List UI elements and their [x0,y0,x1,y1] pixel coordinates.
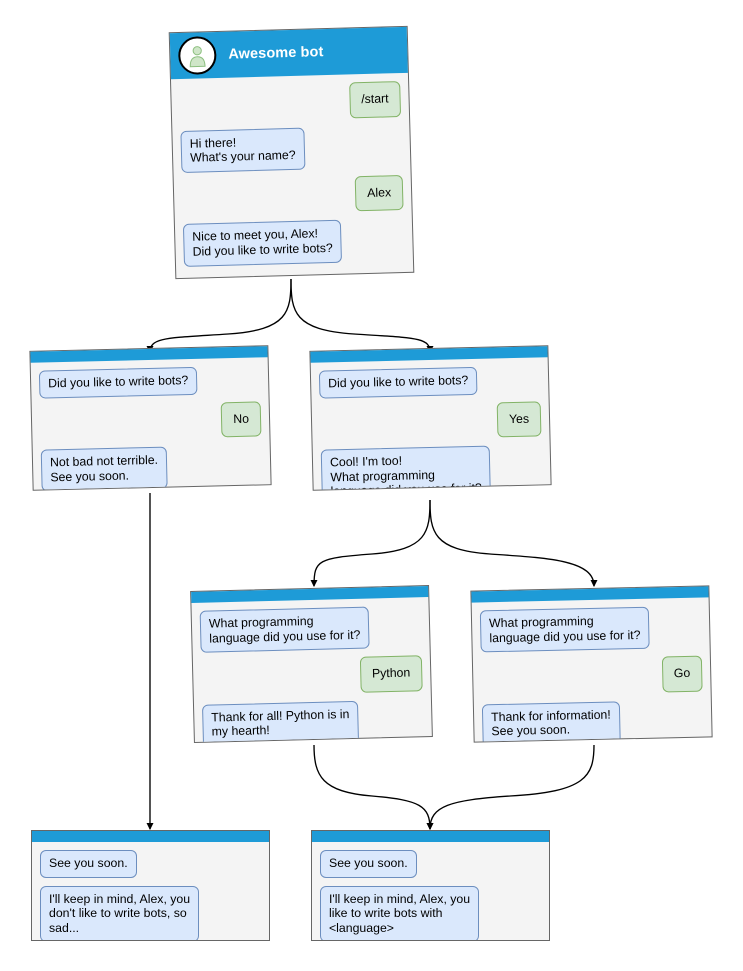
node-root-body: /start Hi there! What's your name? Alex … [171,73,413,278]
node-python-branch[interactable]: What programming language did you use fo… [190,585,433,743]
bot-message-bubble: Thank for information! See you soon. [481,701,621,742]
user-message-bubble: Alex [354,174,404,212]
node-go-branch-body: What programming language did you use fo… [472,597,712,742]
bot-message-bubble: Nice to meet you, Alex! Did you like to … [182,220,343,267]
message-row: I'll keep in mind, Alex, you don't like … [40,885,261,940]
message-row: What programming language did you use fo… [199,605,422,653]
node-root-header: Awesome bot [169,26,408,80]
bot-message-bubble: Did you like to write bots? [318,366,478,399]
node-end-sad-header [32,831,269,842]
bot-message-bubble: I'll keep in mind, Alex, you don't like … [40,885,200,940]
node-end-sad[interactable]: See you soon. I'll keep in mind, Alex, y… [31,830,270,941]
bot-message-bubble: Thank for all! Python is in my hearth! S… [201,700,360,742]
message-row: /start [179,81,402,123]
node-root-title: Awesome bot [228,44,324,63]
message-row: Nice to meet you, Alex! Did you like to … [182,218,405,267]
message-row: Did you like to write bots? [38,365,261,399]
message-row: Go [481,655,703,696]
node-end-happy-body: See you soon. I'll keep in mind, Alex, y… [312,842,549,940]
user-message-bubble: Yes [496,400,542,438]
message-row: Did you like to write bots? [318,365,541,399]
bot-message-bubble: Cool! I'm too! What programming language… [320,445,492,490]
edge-python-to-end-happy [313,744,434,831]
node-yes-branch-body: Did you like to write bots? Yes Cool! I'… [311,357,551,490]
node-end-happy[interactable]: See you soon. I'll keep in mind, Alex, y… [311,830,550,941]
user-message-bubble: No [220,400,262,438]
node-no-branch-body: Did you like to write bots? No Not bad n… [31,357,271,490]
message-row: Yes [320,400,542,442]
edge-root-to-yes [290,278,434,354]
user-message-bubble: Go [661,655,703,693]
bot-message-bubble: I'll keep in mind, Alex, you like to wri… [320,885,480,940]
edge-go-to-end-happy [426,744,595,831]
node-end-happy-header [312,831,549,842]
bot-message-bubble: Hi there! What's your name? [180,127,306,173]
user-avatar-icon [177,36,217,76]
message-row: Python [201,655,423,696]
message-row: Not bad not terrible. See you soon. [40,445,263,490]
message-row: Cool! I'm too! What programming language… [320,445,543,490]
bot-message-bubble: What programming language did you use fo… [479,606,650,653]
node-end-sad-body: See you soon. I'll keep in mind, Alex, y… [32,842,269,940]
message-row: No [40,400,262,442]
user-message-bubble: /start [348,81,402,119]
bot-message-bubble: See you soon. [40,850,137,878]
bot-message-bubble: See you soon. [320,850,417,878]
edge-root-to-no [146,278,292,354]
node-yes-branch[interactable]: Did you like to write bots? Yes Cool! I'… [309,345,552,491]
message-row: What programming language did you use fo… [479,606,702,653]
message-row: Thank for all! Python is in my hearth! S… [201,699,424,742]
message-row: I'll keep in mind, Alex, you like to wri… [320,885,541,940]
message-row: Alex [182,174,404,217]
edge-yes-to-python [310,499,431,588]
node-root[interactable]: Awesome bot /start Hi there! What's your… [168,25,415,280]
node-python-branch-body: What programming language did you use fo… [191,597,431,742]
bot-message-bubble: What programming language did you use fo… [199,606,370,653]
message-row: See you soon. [320,850,541,878]
node-no-branch[interactable]: Did you like to write bots? No Not bad n… [29,345,272,491]
user-message-bubble: Python [359,655,423,693]
node-go-branch[interactable]: What programming language did you use fo… [470,585,713,743]
bot-message-bubble: Did you like to write bots? [38,366,198,399]
bot-message-bubble: Not bad not terrible. See you soon. [40,446,168,490]
message-row: See you soon. [40,850,261,878]
edge-yes-to-go [429,499,598,588]
message-row: Hi there! What's your name? [180,125,402,173]
message-row: Thank for information! See you soon. [481,699,704,742]
